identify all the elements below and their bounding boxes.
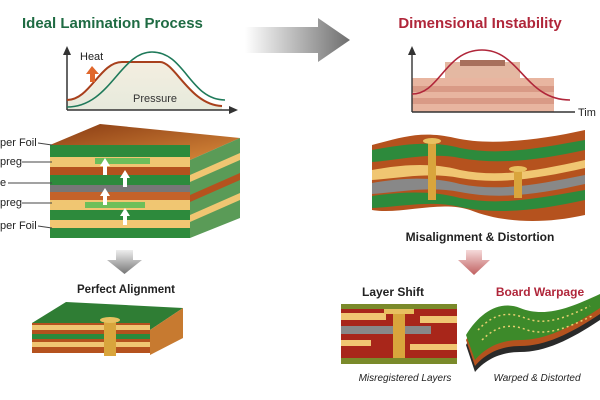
instability-chart: Tim <box>408 46 596 119</box>
heat-label: Heat <box>80 51 103 63</box>
left-title: Ideal Lamination Process <box>22 15 203 32</box>
down-arrow-icon <box>458 250 490 275</box>
layer-shift-title: Layer Shift <box>362 285 424 299</box>
board-warpage-title: Board Warpage <box>496 285 585 299</box>
pressure-curve <box>66 51 226 108</box>
transition-arrow-icon <box>245 18 350 62</box>
time-label: Tim <box>578 107 596 119</box>
perfect-alignment-board <box>32 302 183 356</box>
layer-label: per Foil <box>0 220 37 232</box>
perfect-alignment-label: Perfect Alignment <box>77 284 175 296</box>
warped-board-image <box>466 294 600 372</box>
x-axis-arrow-icon <box>229 106 238 114</box>
pressure-arrows-icon <box>100 158 130 225</box>
y-axis-arrow-icon <box>408 46 416 55</box>
distortion-curve <box>411 49 571 101</box>
misalignment-label: Misalignment & Distortion <box>406 230 555 244</box>
right-title: Dimensional Instability <box>398 15 562 32</box>
heat-curve <box>66 61 223 107</box>
layer-label: preg <box>0 197 22 209</box>
layer-label: preg <box>0 156 22 168</box>
layer-labels: per Foil preg e preg per Foil <box>0 137 53 232</box>
layer-shift-caption: Misregistered Layers <box>359 373 452 384</box>
board-warpage-caption: Warped & Distorted <box>493 373 581 384</box>
pressure-label: Pressure <box>133 93 177 105</box>
layer-shift-image <box>341 304 457 364</box>
layer-label: e <box>0 177 6 189</box>
heat-pressure-chart: Heat Pressure <box>63 46 238 114</box>
ideal-layer-stack <box>50 124 240 238</box>
down-arrow-icon <box>107 250 142 274</box>
y-axis-arrow-icon <box>63 46 71 55</box>
heat-up-arrow-icon <box>86 66 99 82</box>
distorted-layer-stack <box>372 130 585 222</box>
layer-label: per Foil <box>0 137 37 149</box>
